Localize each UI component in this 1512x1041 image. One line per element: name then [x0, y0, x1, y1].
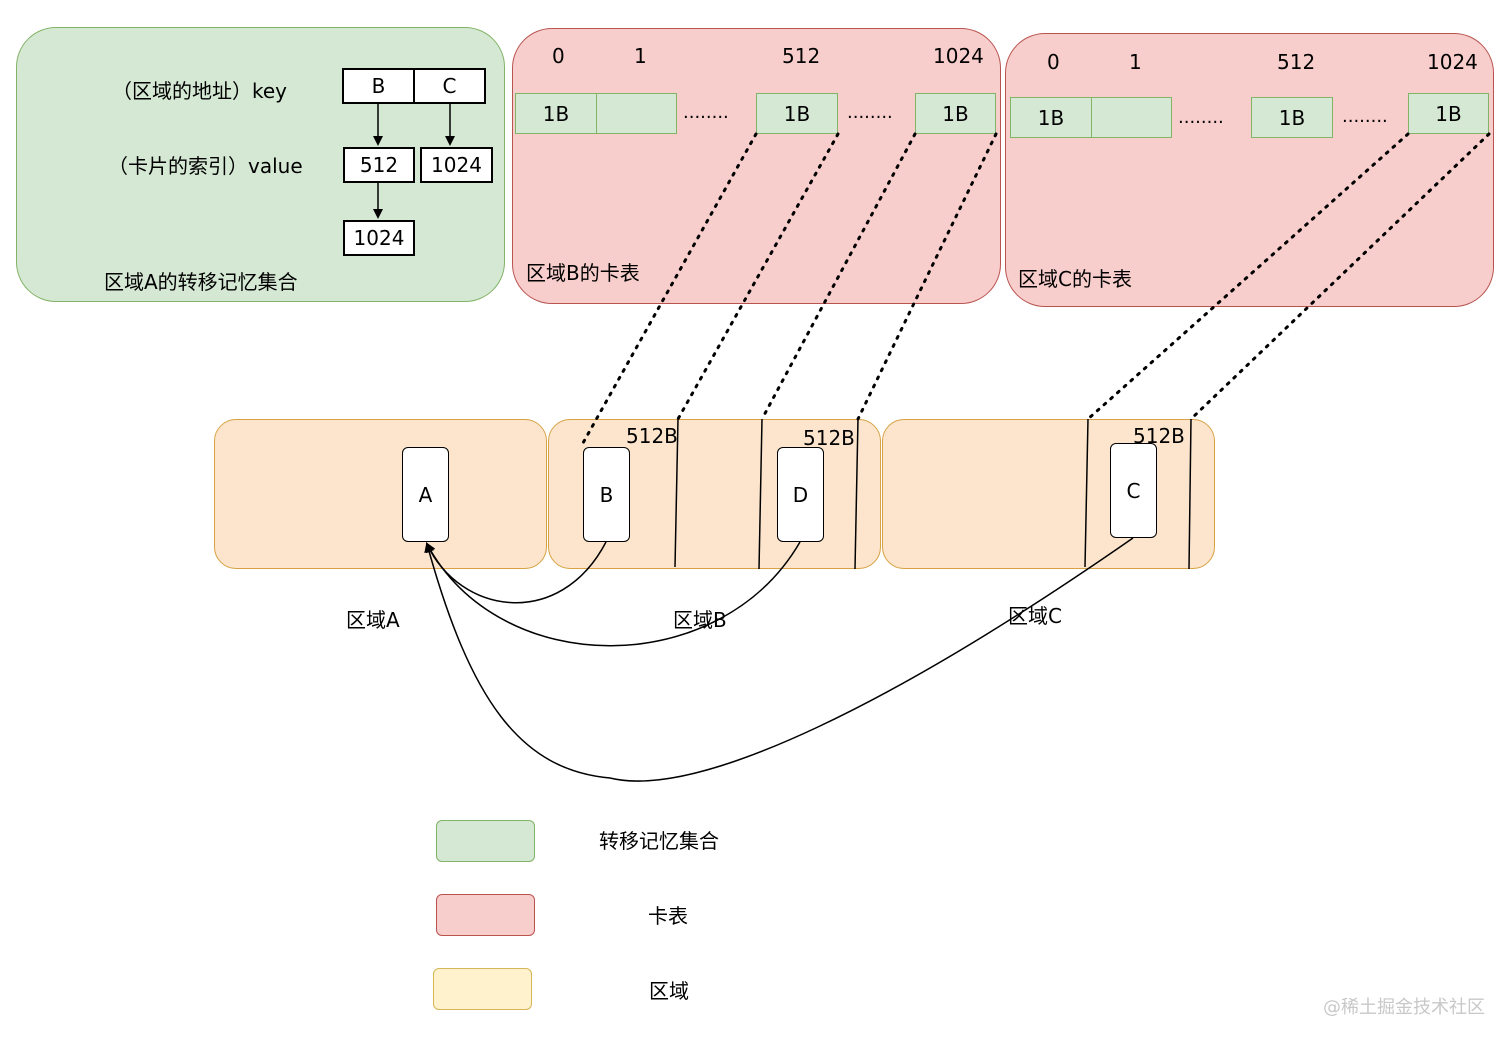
card-c-cell-512: 1B — [1251, 97, 1333, 138]
object-b: B — [583, 447, 630, 542]
legend-label-card-table: 卡表 — [648, 904, 688, 928]
legend-label-region: 区域 — [649, 979, 689, 1003]
object-d: D — [777, 447, 824, 542]
card-b-cell-1024: 1B — [915, 93, 996, 134]
card-boundary-b-3 — [854, 418, 859, 570]
dotted-link-b-512-right — [676, 132, 840, 421]
card-c-index-1024: 1024 — [1427, 50, 1478, 74]
dotted-link-b-512-left — [581, 132, 758, 445]
card-b-index-1024: 1024 — [933, 44, 984, 68]
legend-swatch-card-table — [436, 894, 535, 936]
card-b-512-label-2: 512B — [803, 426, 855, 450]
card-c-cell-1 — [1091, 97, 1172, 138]
card-b-ellipsis-1: ........ — [683, 102, 729, 123]
region-a-label: 区域A — [346, 608, 400, 632]
object-c: C — [1110, 443, 1157, 538]
card-c-ellipsis-2: ........ — [1342, 106, 1388, 127]
card-table-b-panel — [512, 28, 1001, 304]
key-cell-c: C — [413, 68, 486, 104]
card-b-index-0: 0 — [552, 44, 565, 68]
card-c-index-512: 512 — [1277, 50, 1316, 74]
card-c-index-0: 0 — [1047, 50, 1060, 74]
card-boundary-c-1 — [1084, 418, 1089, 568]
dotted-link-b-1024-right — [856, 132, 998, 421]
card-table-b-title: 区域B的卡表 — [526, 261, 640, 285]
remembered-set-title: 区域A的转移记忆集合 — [104, 270, 298, 294]
card-b-cell-512: 1B — [756, 93, 838, 134]
card-c-cell-0: 1B — [1010, 97, 1092, 138]
card-boundary-b-1 — [674, 418, 679, 568]
card-b-index-512: 512 — [782, 44, 821, 68]
object-a: A — [402, 447, 449, 542]
key-label: （区域的地址）key — [112, 79, 288, 103]
reference-b-to-a — [425, 541, 607, 604]
reference-d-to-a — [426, 541, 801, 647]
card-c-512-label: 512B — [1133, 424, 1185, 448]
legend-label-remembered-set: 转移记忆集合 — [599, 829, 719, 853]
region-b-label: 区域B — [673, 608, 727, 632]
region-c-label: 区域C — [1008, 604, 1062, 628]
card-b-index-1: 1 — [634, 44, 647, 68]
card-c-ellipsis-1: ........ — [1178, 107, 1224, 128]
card-b-ellipsis-2: ........ — [847, 102, 893, 123]
reference-c-to-a — [424, 537, 1134, 782]
card-c-cell-1024: 1B — [1408, 93, 1489, 134]
region-a — [214, 419, 547, 569]
value-label: （卡片的索引）value — [108, 154, 303, 178]
chained-value-cell: 1024 — [343, 220, 415, 256]
card-table-c-title: 区域C的卡表 — [1018, 267, 1132, 291]
card-table-c-panel — [1005, 33, 1494, 307]
region-c — [882, 419, 1215, 569]
card-boundary-c-2 — [1188, 418, 1192, 570]
value-cell-512: 512 — [343, 147, 415, 183]
watermark: @稀土掘金技术社区 — [1323, 997, 1485, 1018]
dotted-link-c-1024-left — [1086, 132, 1410, 421]
card-boundary-b-2 — [758, 418, 763, 570]
legend-swatch-region — [433, 968, 532, 1010]
value-cell-1024: 1024 — [420, 147, 493, 183]
card-b-cell-0: 1B — [515, 93, 597, 134]
dotted-link-c-1024-right — [1189, 132, 1491, 421]
card-b-512-label-1: 512B — [626, 424, 678, 448]
legend-swatch-remembered-set — [436, 820, 535, 862]
dotted-link-b-1024-left — [760, 132, 917, 421]
card-b-cell-1 — [596, 93, 677, 134]
card-c-index-1: 1 — [1129, 50, 1142, 74]
